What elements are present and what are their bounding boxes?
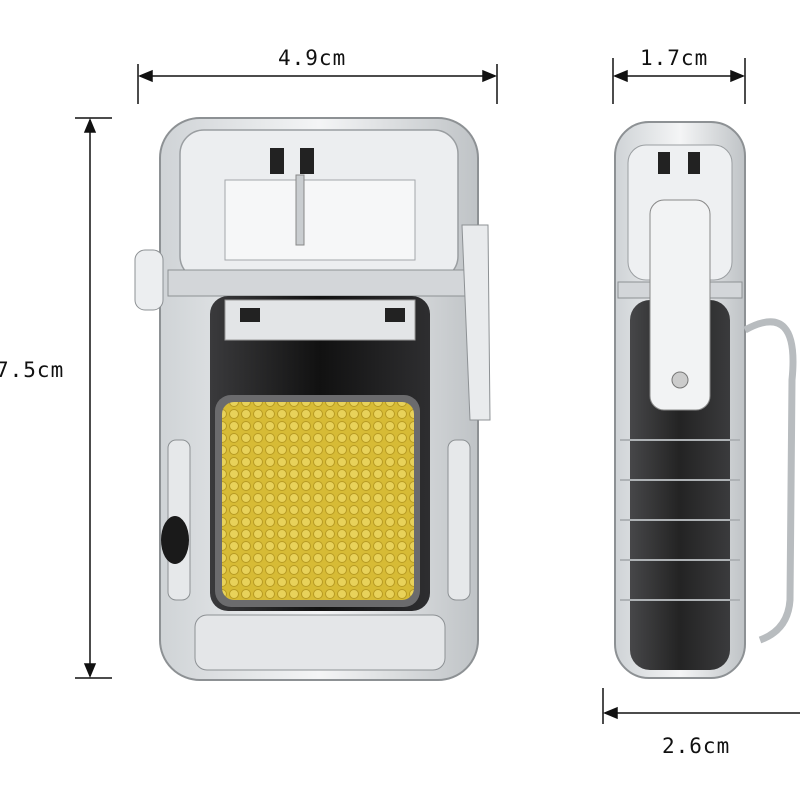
width-dimension-line <box>137 64 498 104</box>
side-button <box>161 516 189 564</box>
lighter-front-view <box>134 117 491 681</box>
belt-clip <box>743 318 797 644</box>
lighter-side-view <box>614 121 797 679</box>
height-label: 7.5cm <box>0 358 65 382</box>
thickness-label: 1.7cm <box>640 46 709 70</box>
depth-label: 2.6cm <box>662 734 731 758</box>
width-label: 4.9cm <box>278 46 347 70</box>
led-panel <box>222 402 414 600</box>
depth-dimension-line <box>602 688 800 724</box>
height-dimension-line <box>75 117 112 679</box>
thickness-dimension-line <box>612 58 746 104</box>
